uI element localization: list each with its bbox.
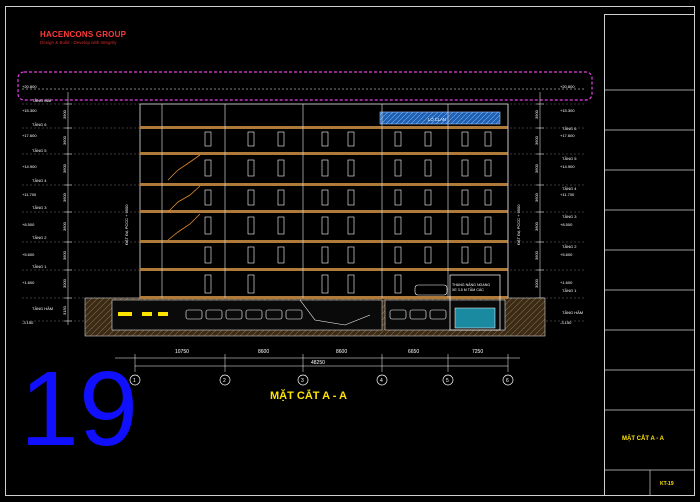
- level-label-right: +1.600: [560, 280, 573, 285]
- left-dim: 3900: [62, 109, 67, 119]
- level-label: +8.500: [22, 222, 35, 227]
- basement-void: [111, 299, 383, 331]
- floor-label-right: TẦNG HẦM: [562, 310, 583, 315]
- car-lift-shaft: [449, 274, 501, 331]
- floor-label: TẦNG 4: [32, 178, 47, 183]
- staircase: [167, 154, 201, 241]
- floor-label-right: TẦNG 5: [562, 156, 577, 161]
- left-dim: 3600: [62, 163, 67, 173]
- level-label: +15.300: [22, 108, 37, 113]
- floor-label-right: TẦNG 1: [562, 288, 577, 293]
- right-dimension-chain: [536, 92, 544, 300]
- level-label: +11.700: [22, 192, 37, 197]
- left-dim: 3150: [62, 305, 67, 315]
- span-dim: 10750: [175, 349, 189, 355]
- span-dim: 6650: [408, 349, 419, 355]
- axis-label: 1: [133, 378, 136, 384]
- title-block-rows: [604, 89, 695, 496]
- floor-label: TẦNG 6: [32, 122, 47, 127]
- title-block-code: KT-19: [660, 481, 674, 487]
- shaft-note-left: ĐẶT ĐẠ PCCC + 9500: [124, 204, 129, 245]
- level-label-right: +20.800: [560, 84, 575, 89]
- car-lift-platform: [454, 307, 496, 329]
- span-dim: 7250: [472, 349, 483, 355]
- level-label: +17.600: [22, 133, 37, 138]
- level-label-right: +14.900: [560, 164, 575, 169]
- basement-ramp: [299, 299, 371, 326]
- level-label: -3.150: [22, 320, 34, 325]
- basement-equipment: [118, 312, 168, 316]
- right-dim: 3600: [534, 163, 539, 173]
- right-dim: 3600: [534, 221, 539, 231]
- left-dimension-chain: [64, 92, 72, 325]
- left-dim: 3600: [62, 250, 67, 260]
- axis-label: 4: [380, 378, 383, 384]
- level-label: +20.800: [22, 84, 37, 89]
- roof-note: LỎ CLAN: [428, 117, 446, 122]
- basement-cars: [185, 309, 447, 320]
- title-block: [604, 14, 695, 496]
- right-dim: 3600: [534, 135, 539, 145]
- right-dim: 3600: [534, 250, 539, 260]
- page-number: 19: [20, 350, 138, 468]
- floor-label: TẦNG 5: [32, 148, 47, 153]
- level-label: +1.600: [22, 280, 35, 285]
- section-title: MẶT CẮT A - A: [270, 390, 347, 402]
- axis-label: 2: [223, 378, 226, 384]
- floor-label: TẦNG HẦM: [32, 306, 53, 311]
- floor-label-right: TẦNG 2: [562, 244, 577, 249]
- span-dim: 8600: [258, 349, 269, 355]
- floor-label-right: TẦNG 3: [562, 214, 577, 219]
- total-dim: 48250: [311, 360, 325, 366]
- level-label-right: +11.700: [560, 192, 575, 197]
- left-dim: 3600: [62, 192, 67, 202]
- floor-label: TẦNG 3: [32, 205, 47, 210]
- left-dim: 3600: [62, 135, 67, 145]
- level-label: +5.600: [22, 252, 35, 257]
- floor-label: TẦNG 1: [32, 264, 47, 269]
- level-label-right: -3.150: [560, 320, 572, 325]
- axis-label: 6: [506, 378, 509, 384]
- car-icon-ground: [414, 284, 448, 296]
- floor-label-right: TẦNG 4: [562, 186, 577, 191]
- span-dim: 8600: [336, 349, 347, 355]
- lift-note-2: XE 3.5 M TẦM CÁC: [452, 288, 484, 292]
- lift-note: THANG NÂNG NGANG: [452, 283, 490, 287]
- logo-brand: HACENCONS GROUP: [40, 30, 127, 39]
- vertical-dim-texts: 3900 3600 3600 3600 3600 3600 3000 3150 …: [62, 109, 539, 315]
- roof-skylight: [379, 111, 501, 125]
- floor-label-right: TẦNG 6: [562, 126, 577, 131]
- company-logo: HACENCONS GROUP Design & Build - Develop…: [40, 30, 126, 45]
- level-label-right: +17.600: [560, 133, 575, 138]
- axis-bubbles: [129, 374, 514, 386]
- logo-tagline: Design & Build - Develop with Integrity: [40, 40, 117, 45]
- axis-label: 5: [446, 378, 449, 384]
- shaft-note-right: ĐẶT ĐẠ PCCC + 9500: [516, 204, 521, 245]
- floor-slabs: [140, 126, 508, 299]
- left-dim: 3600: [62, 221, 67, 231]
- level-label-right: +15.300: [560, 108, 575, 113]
- bottom-dimensions: [115, 354, 520, 372]
- level-label-right: +8.500: [560, 222, 573, 227]
- floor-label: TẦNG MÁI: [32, 98, 51, 103]
- drawing-frame: [5, 6, 695, 496]
- level-label-right: +5.600: [560, 252, 573, 257]
- title-block-title: MẶT CẮT A - A: [622, 436, 664, 442]
- windows: [204, 131, 492, 294]
- right-dim: 3600: [534, 192, 539, 202]
- columns: [161, 104, 509, 298]
- axis-label: 3: [301, 378, 304, 384]
- floor-label: TẦNG 2: [32, 235, 47, 240]
- highlight-box: [17, 71, 593, 101]
- right-dim: 3900: [534, 109, 539, 119]
- level-label: +14.900: [22, 164, 37, 169]
- left-dim: 3000: [62, 278, 67, 288]
- drawing-texts: +20.800 +15.300 +17.600 +14.900 +11.700 …: [22, 84, 583, 384]
- right-dim: 3000: [534, 278, 539, 288]
